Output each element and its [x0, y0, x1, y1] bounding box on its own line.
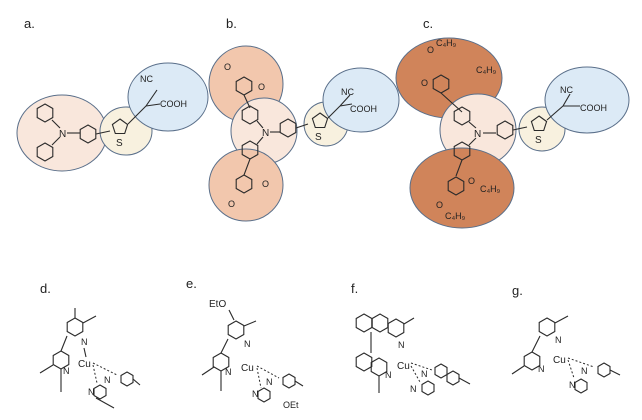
- oxygen-bottom-2-c: O: [436, 200, 443, 210]
- cooh-label-a: COOH: [160, 99, 187, 109]
- oxygen-top-2-c: O: [421, 78, 428, 88]
- nitrogen-right-1-e: N: [266, 377, 273, 387]
- panel-label-a: a.: [24, 16, 35, 31]
- panel-label-g: g.: [512, 283, 523, 298]
- nc-label-b: NC: [341, 87, 354, 97]
- nitrogen-right-2-d: N: [88, 387, 95, 397]
- nitrogen-left-f: N: [385, 370, 392, 380]
- methoxy-o-top-1-b: O: [224, 62, 231, 72]
- thiophene-s-label-a: S: [116, 138, 123, 149]
- methoxy-o-bottom-2-b: O: [228, 199, 235, 209]
- nitrogen-right-2-e: N: [252, 389, 259, 399]
- nitrogen-right-1-f: N: [421, 369, 428, 379]
- nitrogen-top-f: N: [398, 340, 405, 350]
- butyl-top-1-c: C₄H₉: [436, 38, 457, 48]
- nitrogen-top-e: N: [244, 339, 251, 349]
- ethoxy-bottom-label-e: OEt: [283, 400, 299, 410]
- dye-structure-b: O O N O O S NC COOH: [208, 45, 400, 222]
- butoxy-region-bottom-c: [409, 147, 515, 229]
- nitrogen-right-1-g: N: [581, 366, 588, 376]
- acceptor-region-a: [127, 62, 209, 132]
- amine-n-label-a: N: [59, 129, 66, 140]
- copper-label-d: Cu: [78, 359, 91, 370]
- panel-label-d: d.: [40, 281, 51, 296]
- nitrogen-right-1-d: N: [104, 375, 111, 385]
- amine-n-label-c: N: [474, 129, 481, 140]
- copper-label-g: Cu: [553, 355, 566, 366]
- butyl-bottom-1-c: C₄H₉: [480, 184, 501, 194]
- oxygen-bottom-1-c: O: [468, 176, 475, 186]
- thiophene-s-label-c: S: [535, 135, 542, 146]
- methoxy-o-top-2-b: O: [258, 82, 265, 92]
- methoxy-region-bottom-b: [208, 148, 284, 222]
- nc-label-c: NC: [560, 85, 573, 95]
- nitrogen-left-e: N: [225, 367, 232, 377]
- nitrogen-top-d: N: [81, 337, 88, 347]
- acceptor-region-c: [544, 66, 630, 134]
- panel-label-c: c.: [423, 16, 434, 31]
- cooh-label-b: COOH: [350, 104, 377, 114]
- copper-label-e: Cu: [241, 363, 254, 374]
- ethoxy-label-e: EtO: [209, 299, 226, 310]
- nitrogen-left-g: N: [538, 364, 545, 374]
- methoxy-o-bottom-1-b: O: [262, 179, 269, 189]
- dye-structure-c: O C₄H₉ O C₄H₉ N O C₄H₉ O C₄H₉ S NC COOH: [395, 37, 630, 229]
- panel-label-b: b.: [226, 16, 237, 31]
- complex-structure-f: N N Cu N N: [355, 313, 471, 396]
- cooh-label-c: COOH: [580, 103, 607, 113]
- butyl-top-2-c: C₄H₉: [476, 65, 497, 75]
- nitrogen-right-2-g: N: [569, 380, 576, 390]
- panel-label-f: f.: [351, 281, 359, 296]
- nitrogen-right-2-f: N: [410, 384, 417, 394]
- acceptor-region-b: [322, 67, 400, 133]
- nc-label-a: NC: [140, 74, 153, 84]
- complex-structure-d: N N Cu N N: [39, 308, 141, 409]
- dye-structure-a: N S NC COOH: [16, 62, 209, 172]
- butyl-bottom-2-c: C₄H₉: [445, 211, 466, 221]
- amine-n-label-b: N: [262, 128, 269, 139]
- copper-label-f: Cu: [397, 361, 410, 372]
- complex-structure-g: N N Cu N N: [511, 315, 621, 394]
- nitrogen-left-d: N: [63, 366, 70, 376]
- thiophene-s-label-b: S: [315, 132, 322, 143]
- nitrogen-top-g: N: [555, 335, 562, 345]
- panel-label-e: e.: [186, 276, 197, 291]
- complex-structure-e: EtO N N Cu N N OEt: [201, 299, 304, 410]
- oxygen-top-1-c: O: [427, 45, 434, 55]
